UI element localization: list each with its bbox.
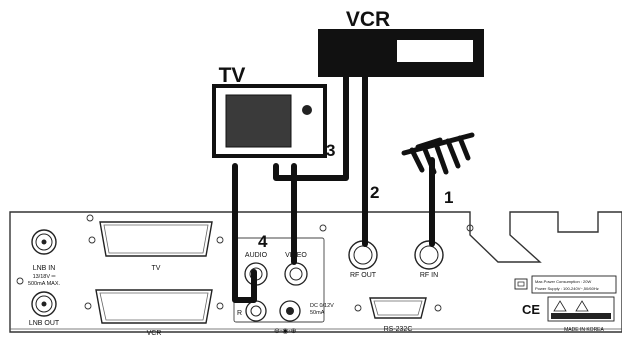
audio-r-jack (245, 300, 267, 322)
dc-power-jack (279, 300, 301, 322)
lnb-in-connector (31, 229, 57, 255)
lnb-in-current: 500mA MAX. (28, 281, 61, 287)
vcr-label: VCR (346, 8, 390, 31)
audio-r-label: R (237, 310, 242, 317)
dc-polarity-label: ⊖-◉-⊕ (274, 328, 297, 335)
cable-1-label: 1 (444, 188, 453, 207)
rs232c-connector (354, 297, 442, 319)
lnb-in-label: LNB IN (33, 265, 56, 272)
scart-tv-label: TV (152, 265, 161, 272)
vcr-device (318, 29, 484, 77)
rf-in-connector (414, 240, 444, 270)
rs232c-label: RS-232C (384, 326, 413, 333)
cables (232, 74, 435, 303)
power-supply-label: Power Supply : 100-240V~,50/60Hz (535, 286, 599, 291)
cable-3-vcr-to-tv (273, 74, 349, 181)
scart-vcr-label: VCR (147, 330, 162, 337)
cable-4-audio-to-tv (232, 163, 257, 303)
cable-4-label: 4 (258, 232, 268, 251)
rf-out-label: RF OUT (350, 272, 377, 279)
lnb-out-label: LNB OUT (29, 320, 60, 327)
tv-device (212, 84, 327, 158)
receiver-rear-panel: LNB IN 13/18V ═ 500mA MAX. LNB OUT TV (9, 211, 622, 337)
audio-label: AUDIO (245, 252, 268, 259)
tv-label: TV (219, 64, 246, 87)
antenna (401, 132, 475, 175)
scart-tv-connector (88, 221, 224, 257)
cable-2-label: 2 (370, 183, 379, 202)
lnb-in-voltage: 13/18V ═ (33, 274, 56, 280)
power-consumption-label: Max.Power Consumption : 20W (535, 279, 591, 284)
ce-mark: CE (522, 302, 540, 317)
rf-in-label: RF IN (420, 272, 438, 279)
cable-3-label: 3 (326, 141, 335, 160)
dc-label: DC 0/12V (310, 303, 334, 309)
warning-label (547, 296, 615, 322)
video-jack (284, 262, 308, 286)
made-in-label: MADE IN KOREA (564, 327, 604, 333)
scart-vcr-connector (84, 289, 224, 324)
lnb-out-connector (31, 291, 57, 317)
dc-current-label: 50mA (310, 310, 325, 316)
